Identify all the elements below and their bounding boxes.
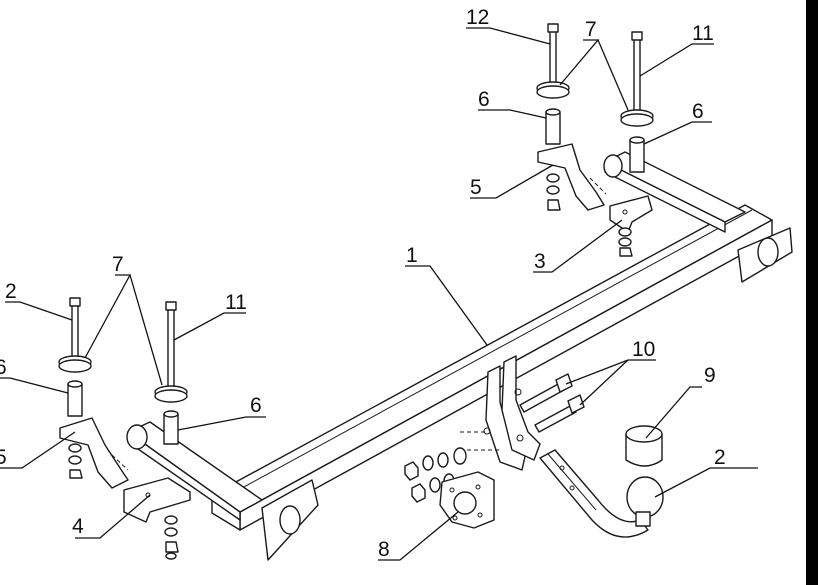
callout-11-right: 11 xyxy=(692,22,714,45)
center-bracket xyxy=(460,355,541,471)
callout-labels: 1 2 3 4 5 5 6 6 6 7 7 8 9 10 11 11 12 2 … xyxy=(0,6,726,561)
callout-6-left: 6 xyxy=(250,394,262,417)
callout-10: 10 xyxy=(632,338,655,361)
leader-lines xyxy=(0,27,758,561)
callout-11-left: 11 xyxy=(225,291,247,314)
left-mounting-hardware xyxy=(58,297,191,560)
callout-12-right: 12 xyxy=(466,6,489,29)
callout-5-left: 5 xyxy=(0,446,7,469)
callout-4: 4 xyxy=(72,515,84,538)
callout-7-left: 7 xyxy=(112,253,124,276)
callout-3: 3 xyxy=(534,250,546,273)
callout-6-right: 6 xyxy=(478,88,490,111)
right-mounting-hardware xyxy=(536,23,654,257)
callout-5-right: 5 xyxy=(470,176,482,199)
left-side-member xyxy=(126,421,263,521)
bolts-10 xyxy=(519,373,585,433)
callout-8: 8 xyxy=(378,538,390,561)
callout-7-right: 7 xyxy=(585,18,597,41)
socket-plate xyxy=(439,471,495,529)
callout-2: 2 xyxy=(714,446,726,469)
callout-12-left: 2 xyxy=(5,280,17,303)
callout-6-right-lower: 6 xyxy=(692,100,704,123)
ball-cover xyxy=(625,425,663,467)
callout-6-left-top: 6 xyxy=(0,356,7,379)
right-edge-bar xyxy=(806,0,818,585)
callout-1: 1 xyxy=(406,244,418,267)
tow-ball-arm xyxy=(539,449,664,538)
callout-9: 9 xyxy=(704,364,716,387)
